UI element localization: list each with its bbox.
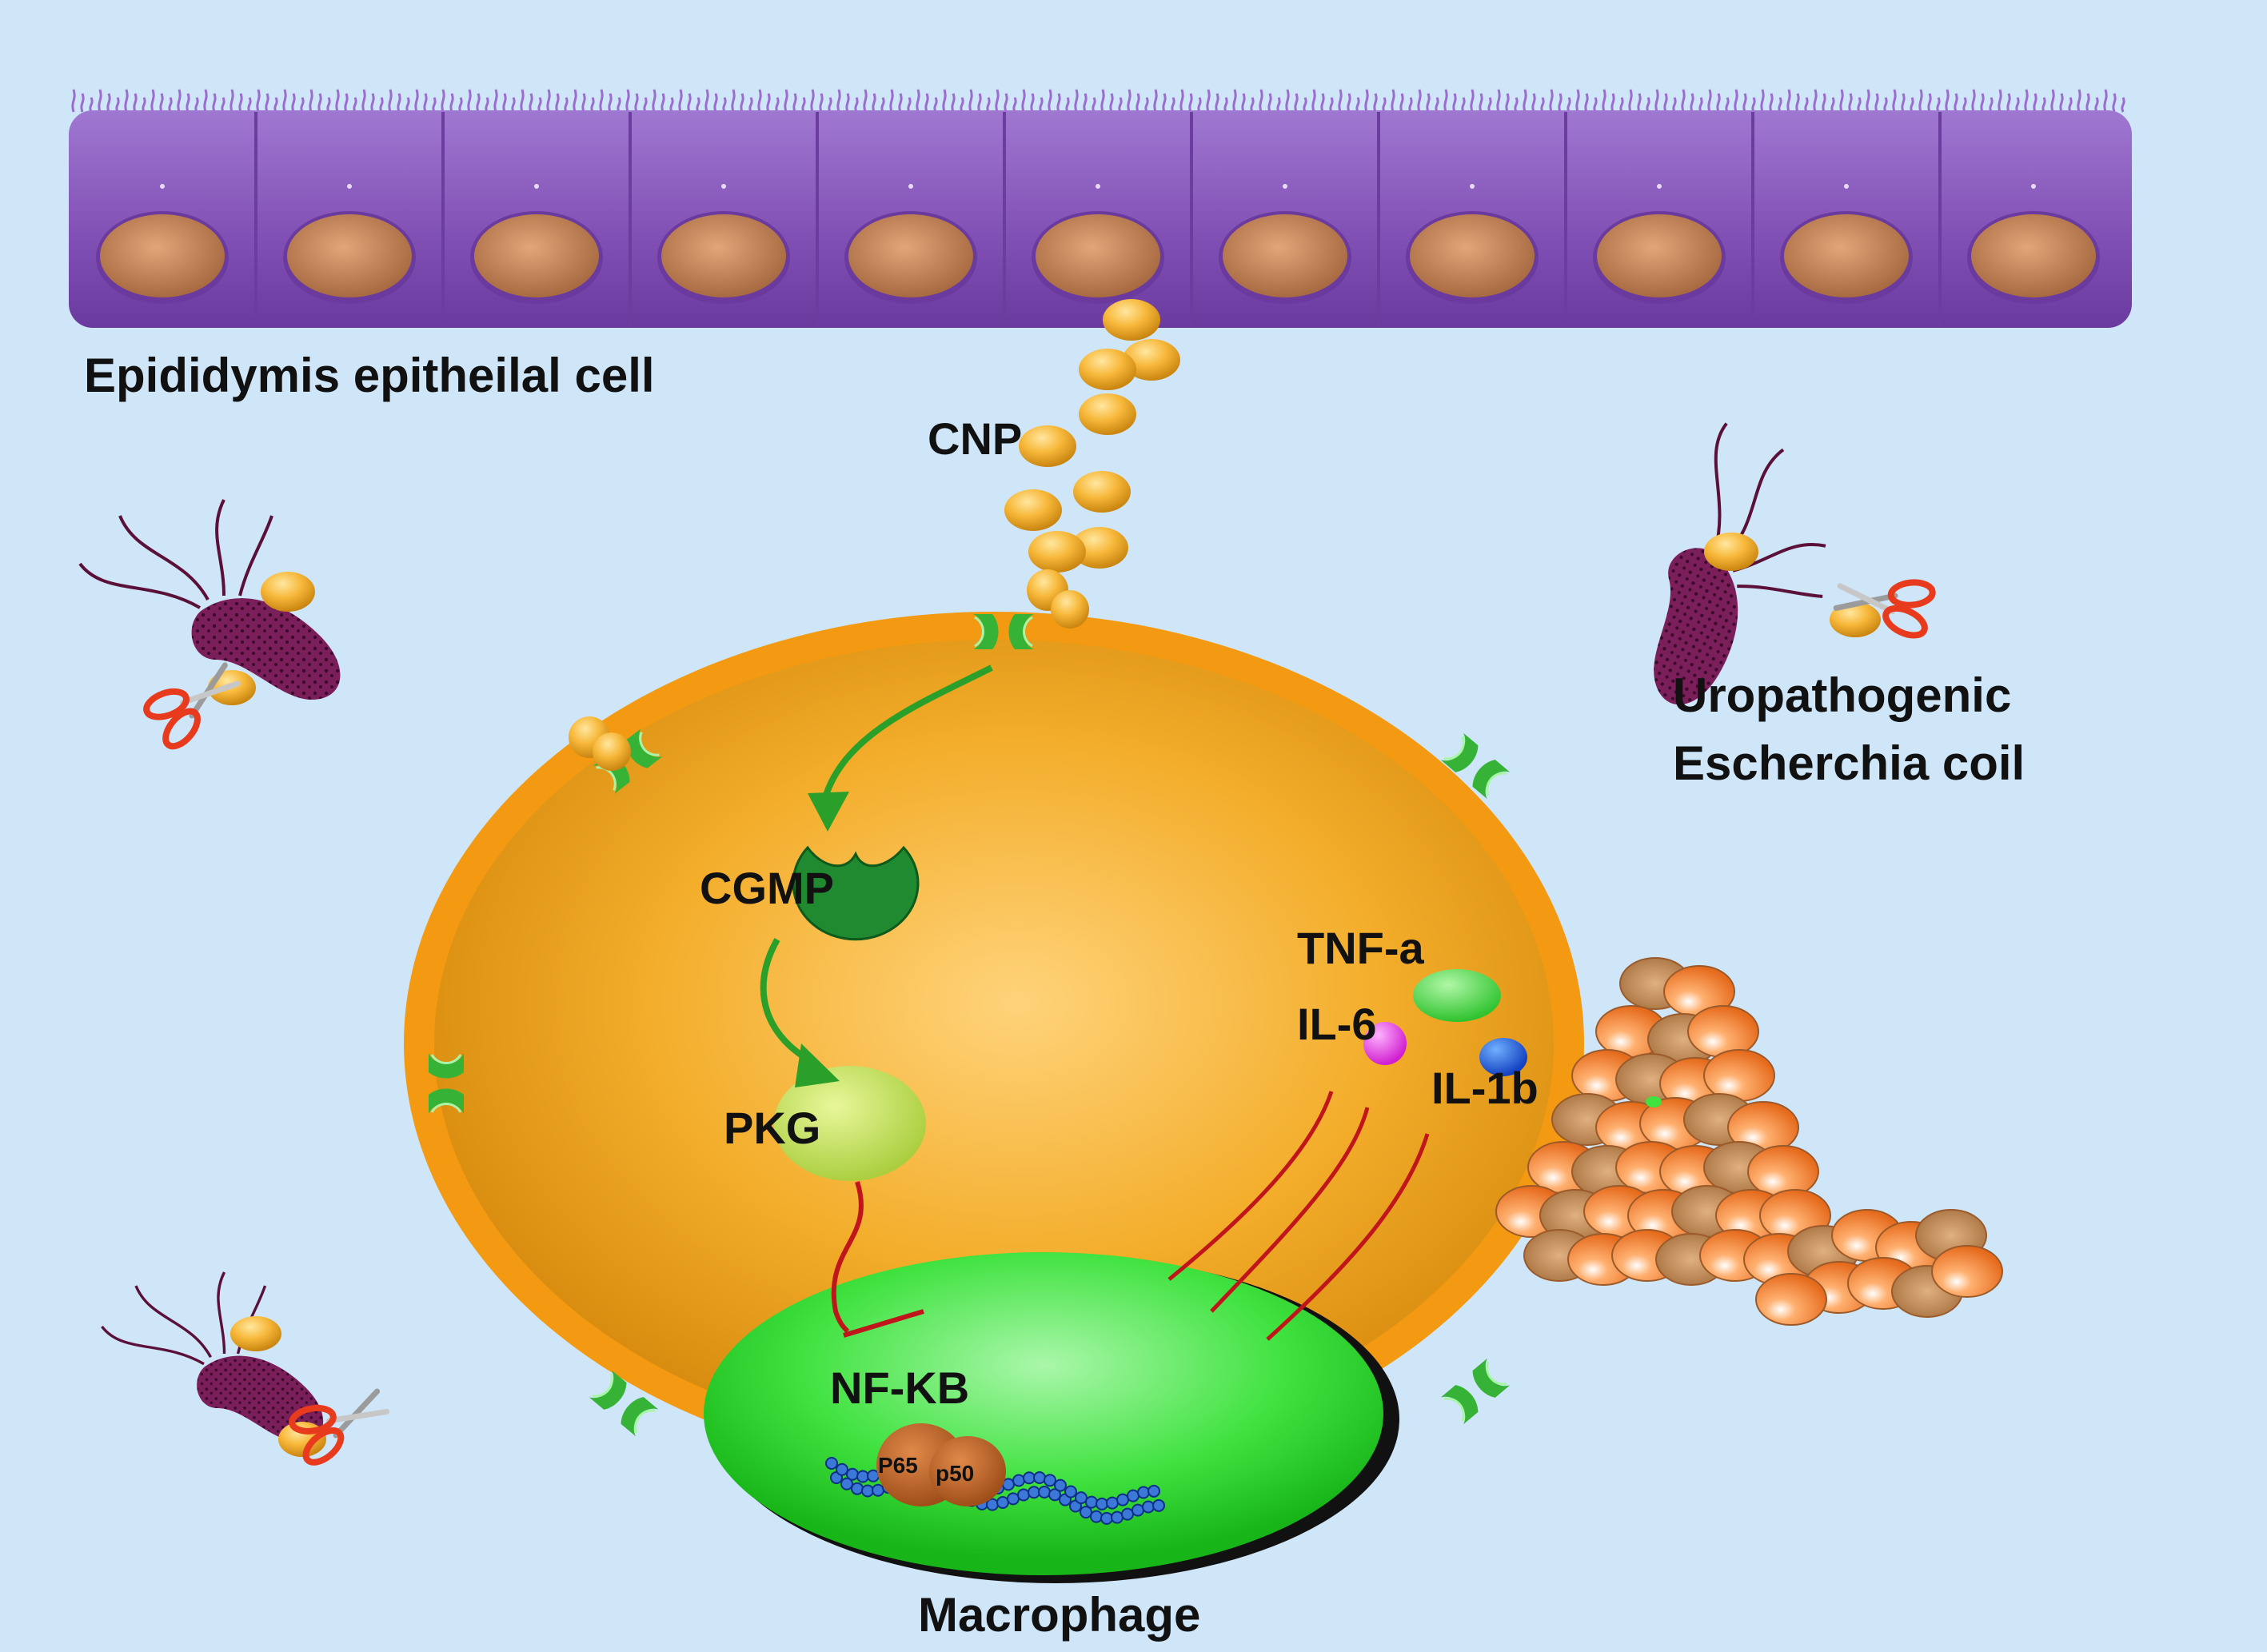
label-escherichia: Escherchia coil [1673, 736, 2025, 790]
bacterium-icon [78, 498, 342, 755]
label-p50: p50 [936, 1461, 974, 1486]
label-il-6: IL-6 [1297, 999, 1377, 1049]
label-cgmp: CGMP [700, 863, 834, 913]
label-uropathogenic: Uropathogenic [1673, 668, 2011, 722]
tnf-a-molecule [1413, 969, 1501, 1022]
label-p65: P65 [878, 1453, 918, 1478]
pkg-shape [774, 1066, 926, 1181]
label-tnf-a: TNF-a [1297, 923, 1425, 973]
epithelium-layer [69, 89, 2132, 328]
bacterial-debris-cluster [1495, 957, 2003, 1326]
il-1b-molecule [1479, 1038, 1527, 1076]
cytokine-lines [1167, 1091, 1430, 1341]
pathway-arrows [760, 664, 993, 1087]
label-il-1b: IL-1b [1431, 1063, 1539, 1113]
cgmp-shape [792, 848, 918, 940]
label-cnp: CNP [928, 413, 1022, 464]
label-nf-kb: NF-KB [830, 1363, 969, 1413]
il-6-molecule [1363, 1022, 1407, 1065]
label-pkg: PKG [724, 1103, 820, 1153]
cnp-particles [1004, 299, 1180, 573]
label-macrophage: Macrophage [918, 1588, 1200, 1642]
label-epithelial: Epididymis epitheilal cell [84, 349, 655, 402]
